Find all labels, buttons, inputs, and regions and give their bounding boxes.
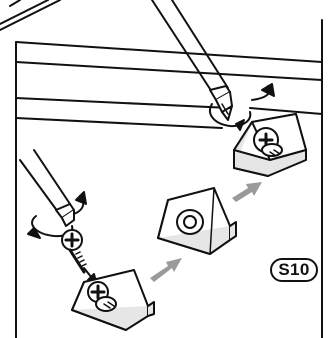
grey-arrow-icon (150, 258, 182, 282)
phillips-screw-icon (61, 229, 87, 274)
screwdriver-top (151, 0, 233, 121)
step-label-badge: S10 (270, 258, 318, 282)
grey-arrow-icon (232, 182, 262, 202)
screwdriver-left (19, 149, 75, 227)
bracket-fastening (71, 269, 155, 331)
clockwise-arrow-icon (209, 83, 275, 131)
bracket-installed (233, 113, 307, 177)
bracket-with-hole (157, 187, 237, 255)
